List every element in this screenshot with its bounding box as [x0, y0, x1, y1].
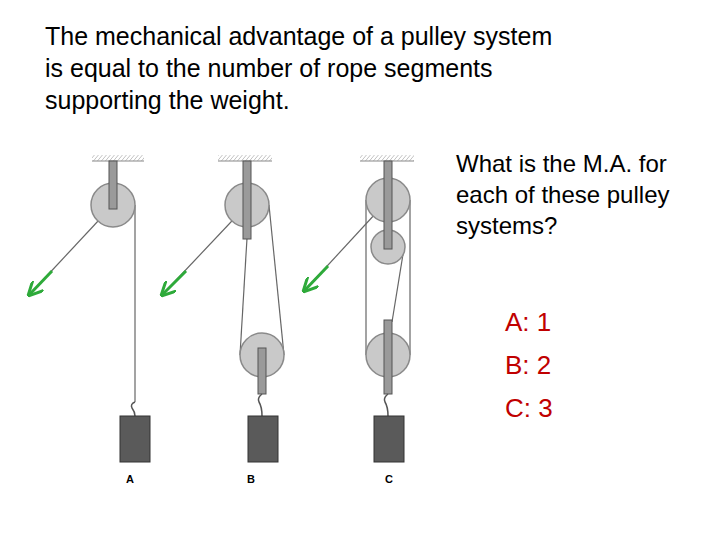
system-letter: A — [126, 472, 156, 486]
pulley-system-c — [305, 155, 414, 462]
weight — [120, 416, 150, 462]
title: The mechanical advantage of a pulley sys… — [45, 20, 565, 116]
hook — [131, 402, 135, 416]
hook — [384, 394, 388, 416]
rope — [365, 200, 366, 355]
rope — [134, 205, 135, 402]
pulley-hanger — [243, 161, 251, 239]
rope — [240, 238, 247, 355]
weight — [248, 416, 278, 462]
rope — [409, 200, 410, 355]
pulley-system-a — [30, 155, 150, 462]
weight — [374, 416, 404, 462]
answer: B: 2 — [505, 349, 625, 381]
answer: A: 1 — [505, 306, 625, 338]
ceiling — [218, 155, 272, 161]
question: What is the M.A. for each of these pulle… — [456, 148, 714, 241]
pulley-hanger — [384, 161, 392, 249]
hook — [258, 394, 262, 416]
ceiling — [360, 155, 414, 161]
pull-arrow — [305, 266, 328, 290]
pull-arrow — [163, 271, 186, 294]
rope — [269, 205, 284, 355]
system-letter: B — [247, 472, 277, 486]
pulley-hanger — [384, 320, 392, 394]
ceiling — [92, 155, 144, 161]
pulley-system-b — [163, 155, 284, 462]
pull-arrow — [30, 271, 52, 294]
pulley-hanger — [258, 348, 266, 394]
system-letter: C — [385, 472, 415, 486]
answer: C: 3 — [505, 392, 625, 424]
pulley-hanger — [109, 161, 117, 209]
